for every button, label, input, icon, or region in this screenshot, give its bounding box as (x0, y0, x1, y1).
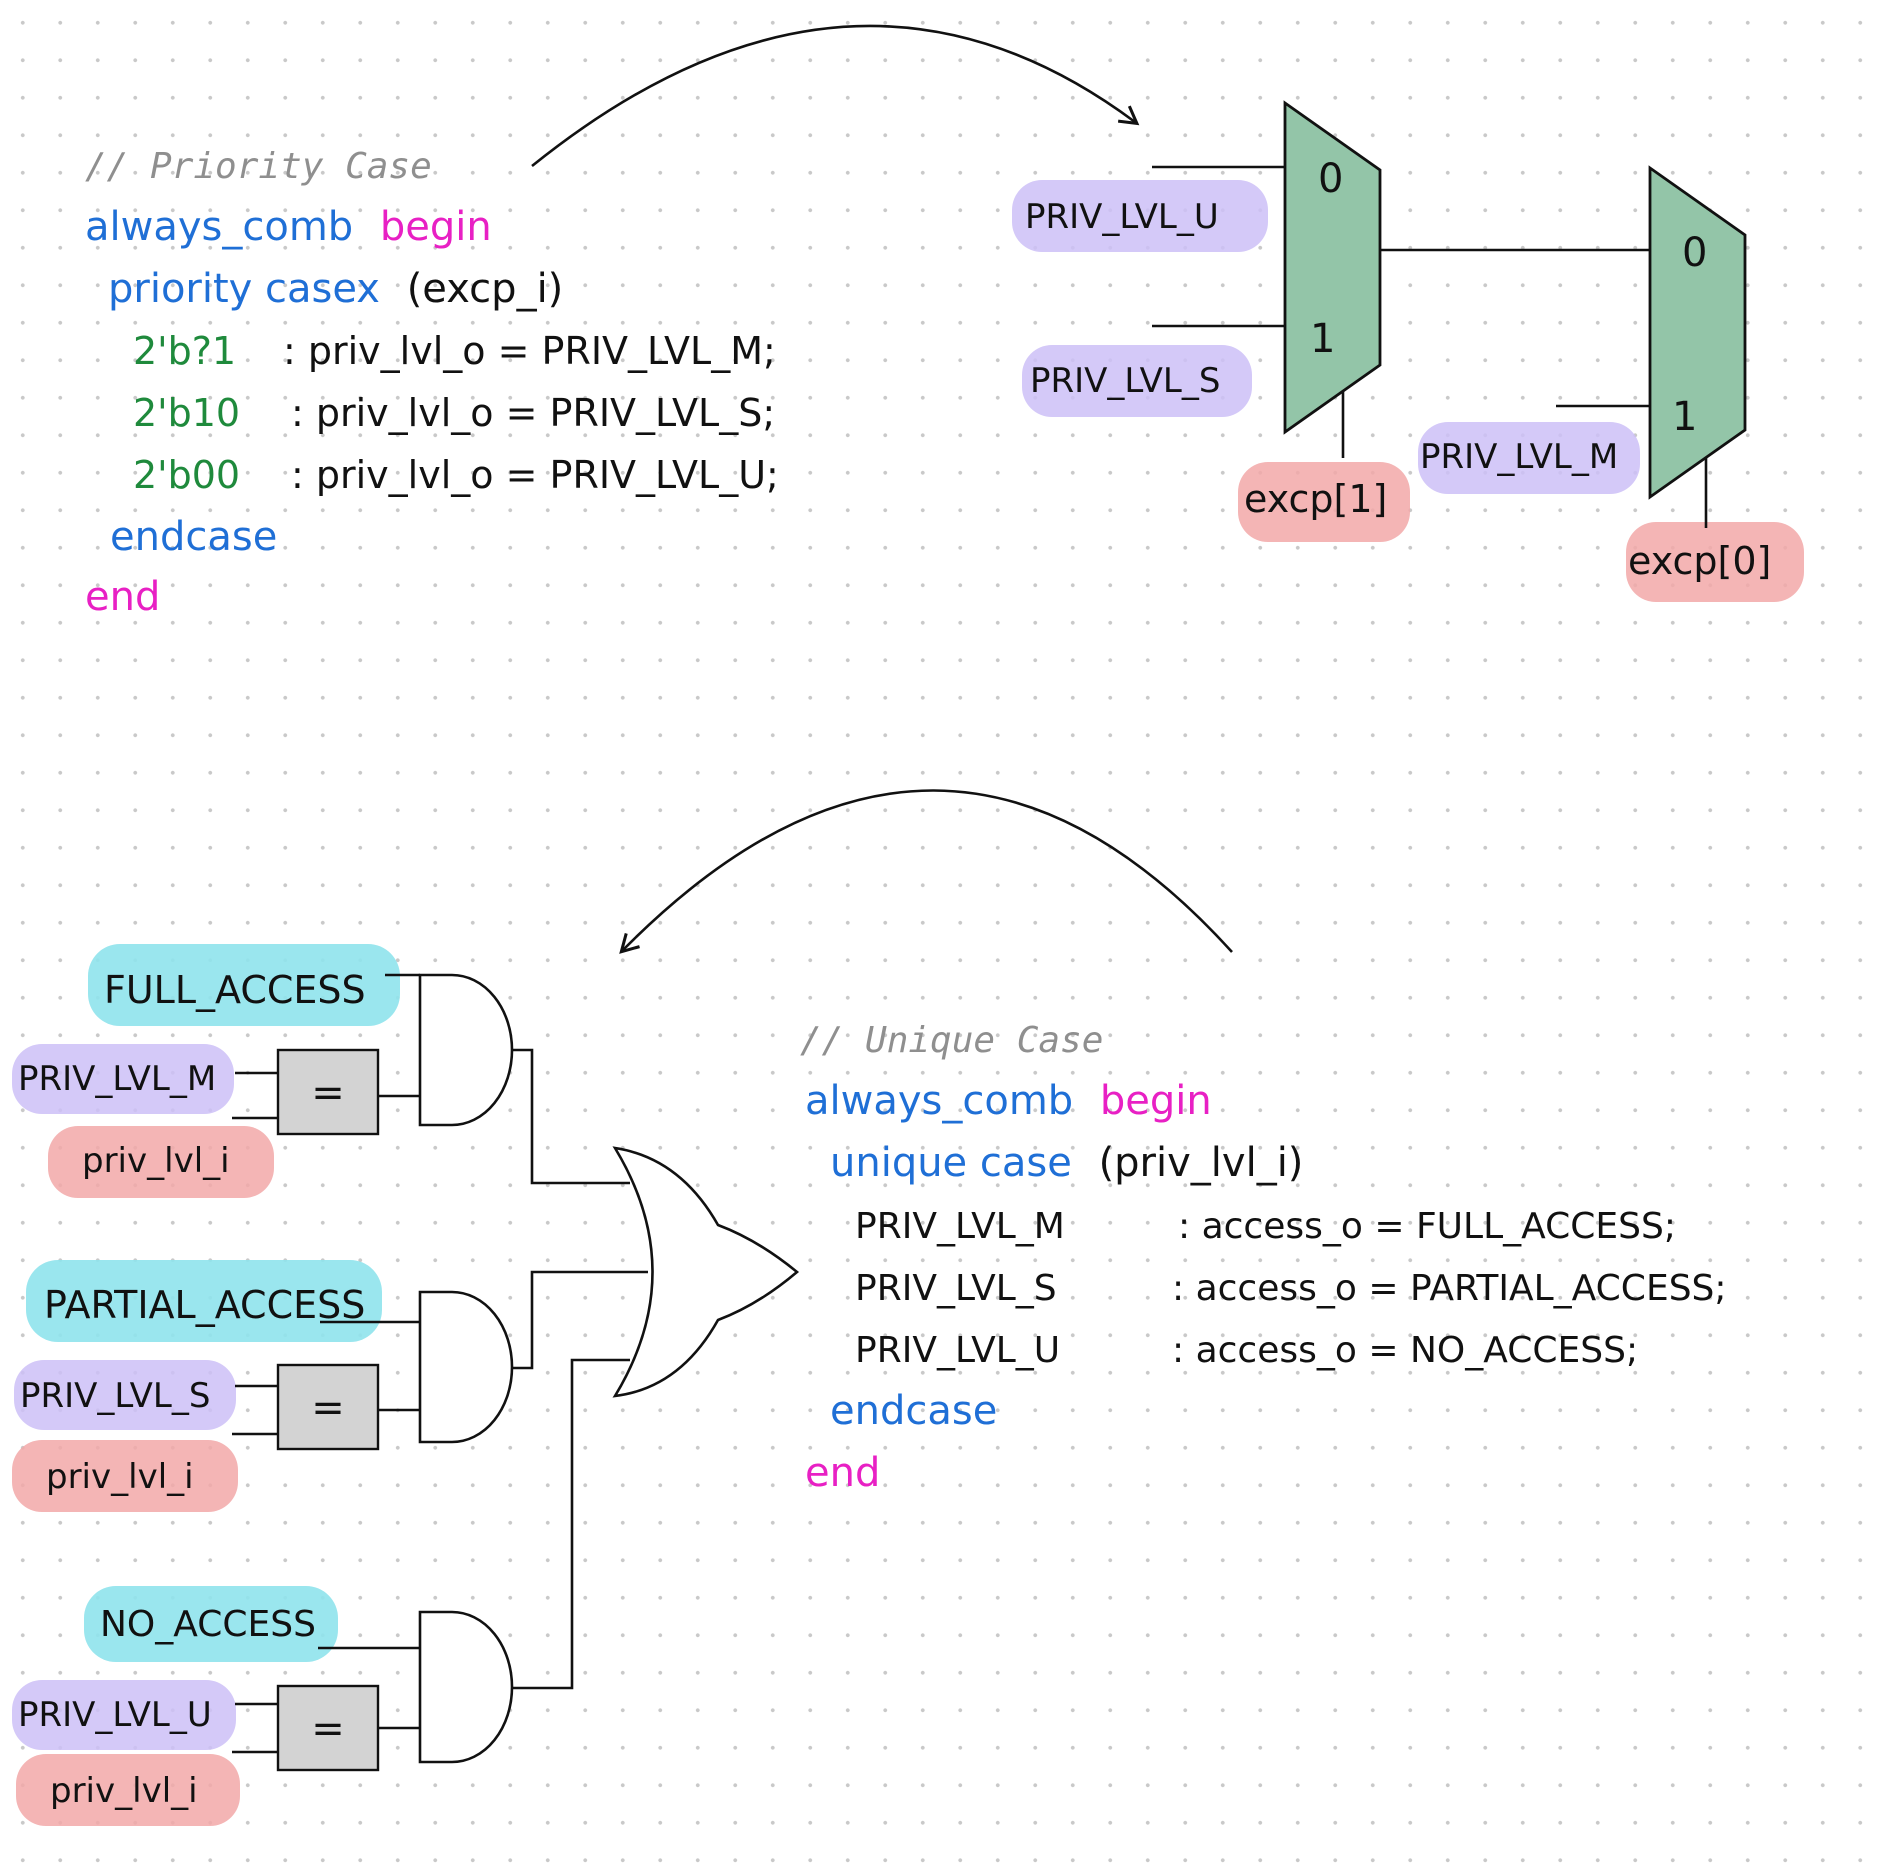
case-pattern: 2'b00 (133, 453, 240, 497)
mux-diagram: 0 1 0 1 PRIV_LVL_U PRIV_LVL_S PRIV_LVL_M… (1012, 100, 1804, 602)
case-statement: : priv_lvl_o = PRIV_LVL_S; (291, 391, 775, 435)
case-statement: : access_o = PARTIAL_ACCESS; (1172, 1268, 1727, 1309)
label-priv-lvl-m: PRIV_LVL_M (18, 1059, 216, 1099)
kw-endcase: endcase (110, 514, 277, 560)
highlight-priv-lvl-m (1418, 422, 1640, 494)
unique-comment: // Unique Case (800, 1020, 1103, 1061)
unique-case-line: unique case (priv_lvl_i) (830, 1140, 1303, 1186)
label-priv-lvl-m: PRIV_LVL_M (1420, 437, 1618, 477)
equality-comparator (276, 1363, 380, 1451)
mux-2 (1648, 165, 1747, 500)
case-statement: : priv_lvl_o = PRIV_LVL_U; (291, 453, 779, 497)
highlight-priv-lvl-m (12, 1044, 234, 1114)
priority-comment: // Priority Case (85, 146, 432, 187)
kw-endcase: endcase (830, 1388, 997, 1434)
mux-1-input-1-label: 1 (1310, 316, 1335, 362)
highlight-excp-0 (1626, 522, 1804, 602)
label-no-access: NO_ACCESS (100, 1604, 316, 1645)
curved-arrow-bottom (619, 789, 1233, 954)
kw-always-comb: always_comb (805, 1078, 1073, 1124)
highlight-priv-lvl-i (12, 1440, 238, 1512)
case-pattern: PRIV_LVL_S (855, 1268, 1057, 1309)
highlight-priv-lvl-u (1012, 180, 1268, 252)
and-gate (418, 973, 514, 1127)
case-pattern: PRIV_LVL_U (855, 1330, 1060, 1371)
kw-begin: begin (380, 204, 492, 250)
gate-diagram: = = = FULL_ACCESS PRIV_LVL_M priv_lvl_i … (12, 944, 800, 1826)
kw-end: end (85, 574, 160, 620)
case-statement: : access_o = FULL_ACCESS; (1178, 1206, 1676, 1247)
case-statement: : priv_lvl_o = PRIV_LVL_M; (283, 329, 776, 373)
highlight-partial-access (26, 1260, 382, 1342)
comparator-operator: = (311, 1706, 345, 1752)
kw-unique-case: unique case (830, 1140, 1072, 1186)
label-priv-lvl-i: priv_lvl_i (82, 1141, 230, 1181)
label-full-access: FULL_ACCESS (104, 968, 366, 1012)
or-gate (612, 1146, 800, 1398)
unique-case-code: // Unique Case always_comb begin unique … (800, 1020, 1727, 1496)
comparator-operator: = (311, 1070, 345, 1116)
highlight-no-access (84, 1586, 338, 1662)
label-priv-lvl-i: priv_lvl_i (50, 1771, 198, 1811)
kw-priority-casex: priority casex (108, 266, 380, 312)
mux-2-input-1-label: 1 (1672, 394, 1697, 440)
case-pattern: PRIV_LVL_M (855, 1206, 1065, 1247)
priority-header-line: always_comb begin (85, 204, 492, 250)
curved-arrow-top (531, 24, 1140, 168)
unique-header-line: always_comb begin (805, 1078, 1212, 1124)
label-priv-lvl-u: PRIV_LVL_U (1025, 197, 1219, 237)
highlight-priv-lvl-u (12, 1680, 236, 1750)
and-gate (418, 1290, 514, 1444)
label-excp-0: excp[0] (1628, 539, 1771, 583)
wire-and3-to-or (512, 1358, 630, 1690)
and-gate (418, 1610, 514, 1764)
comparator-operator: = (311, 1385, 345, 1431)
wire-and1-to-or (512, 1048, 630, 1185)
label-priv-lvl-u: PRIV_LVL_U (18, 1695, 212, 1735)
label-priv-lvl-s: PRIV_LVL_S (20, 1376, 210, 1416)
label-excp-1: excp[1] (1244, 477, 1387, 521)
case-statement: : access_o = NO_ACCESS; (1172, 1330, 1638, 1371)
wire-and2-to-or (512, 1270, 648, 1370)
case-expression: (excp_i) (407, 266, 564, 312)
kw-begin: begin (1100, 1078, 1212, 1124)
label-priv-lvl-s: PRIV_LVL_S (1030, 361, 1220, 401)
equality-comparator (276, 1684, 380, 1772)
highlight-priv-lvl-i (16, 1754, 240, 1826)
highlight-priv-lvl-s (14, 1360, 236, 1430)
priority-case-line: priority casex (excp_i) (108, 266, 563, 312)
highlight-priv-lvl-s (1022, 345, 1252, 417)
case-expression: (priv_lvl_i) (1099, 1140, 1304, 1186)
highlight-full-access (88, 944, 400, 1026)
case-pattern: 2'b10 (133, 391, 240, 435)
equality-comparator (276, 1048, 380, 1136)
kw-end: end (805, 1450, 880, 1496)
highlight-priv-lvl-i (48, 1126, 274, 1198)
case-pattern: 2'b?1 (133, 329, 236, 373)
mux-2-input-0-label: 0 (1682, 230, 1707, 276)
mux-1 (1283, 100, 1382, 435)
label-partial-access: PARTIAL_ACCESS (44, 1283, 365, 1327)
label-priv-lvl-i: priv_lvl_i (46, 1457, 194, 1497)
highlight-excp-1 (1238, 462, 1410, 542)
mux-1-input-0-label: 0 (1318, 156, 1343, 202)
kw-always-comb: always_comb (85, 204, 353, 250)
priority-case-code: // Priority Case always_comb begin prior… (85, 146, 779, 620)
